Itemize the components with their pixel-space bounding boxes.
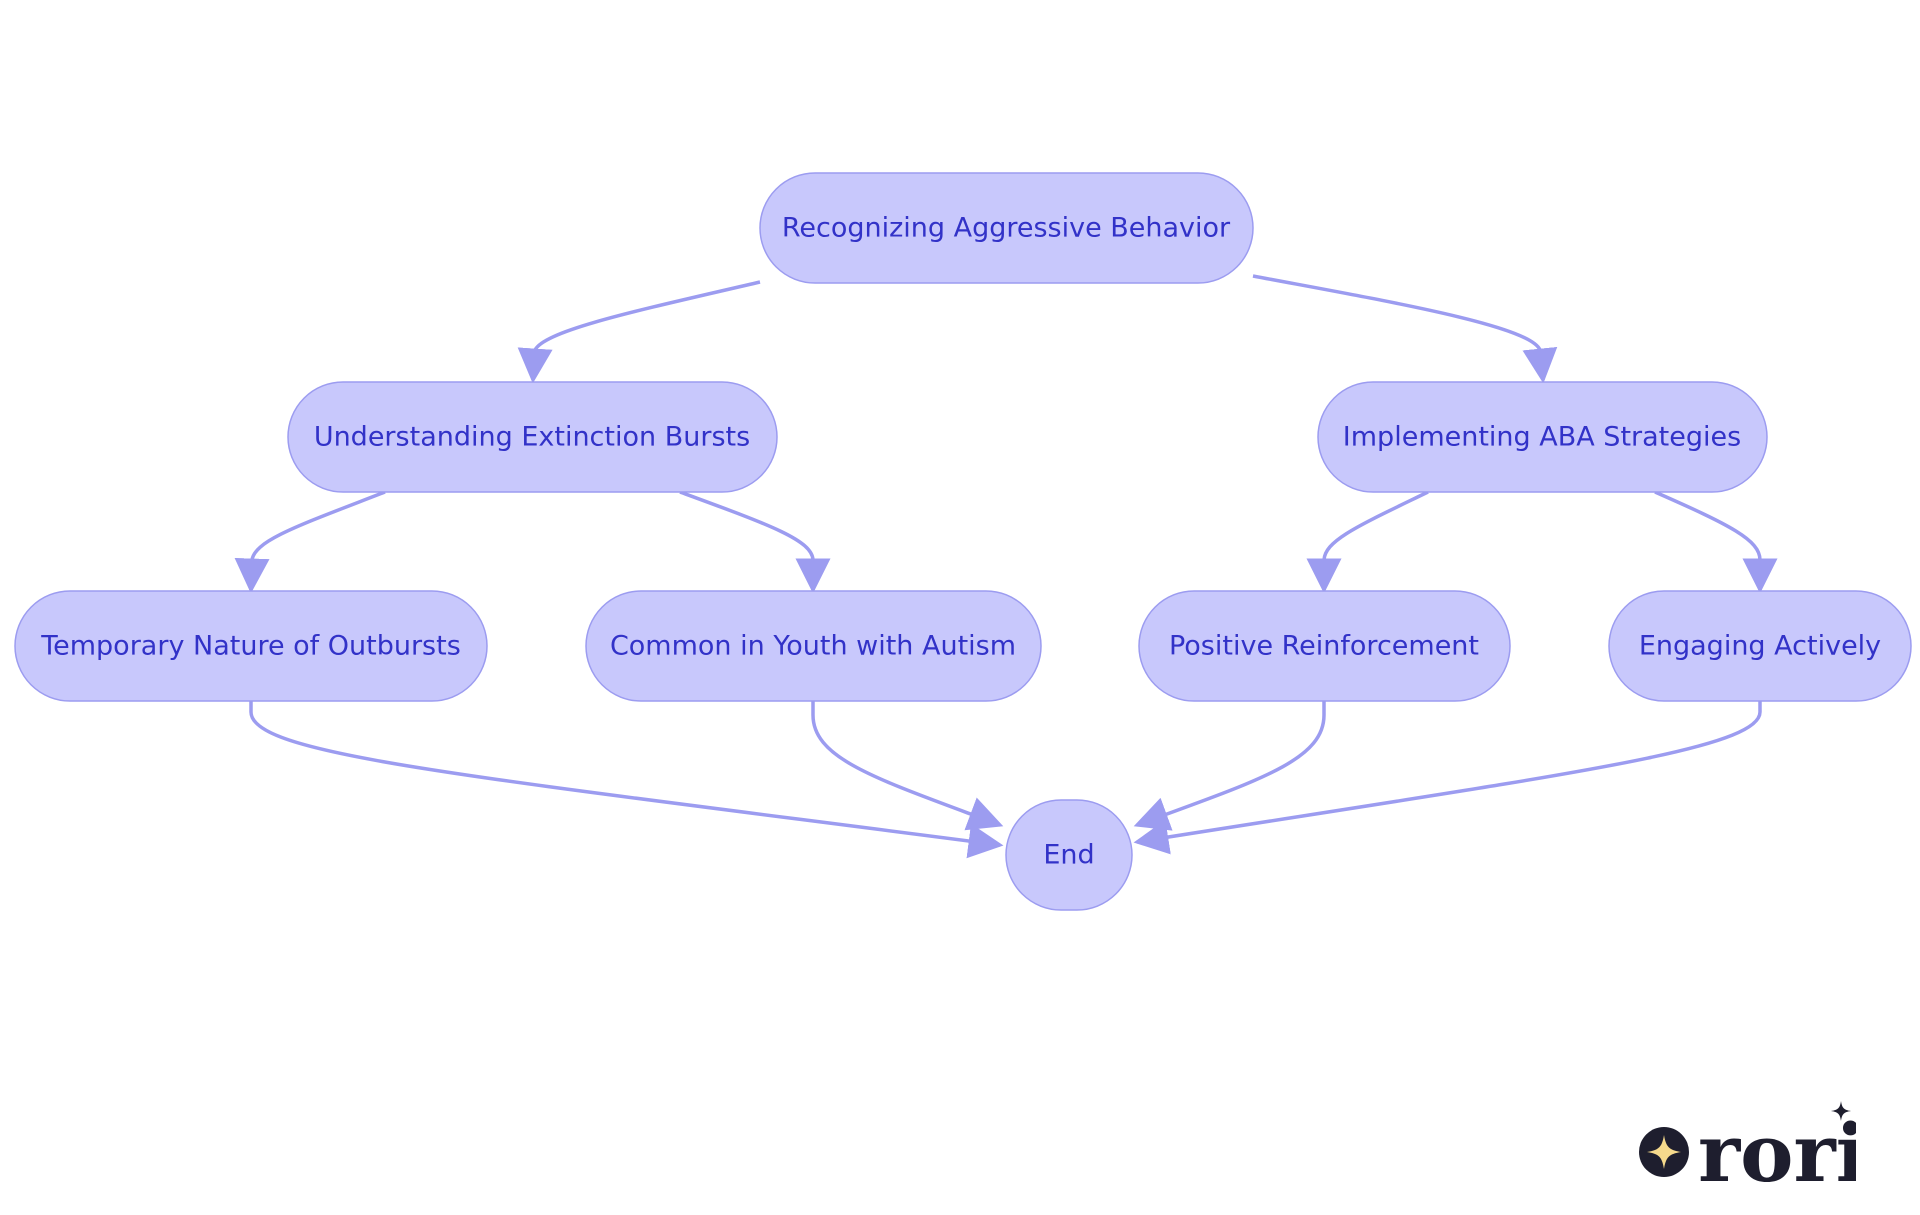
node-common: Common in Youth with Autism xyxy=(585,590,1042,702)
node-positive: Positive Reinforcement xyxy=(1138,590,1511,702)
node-understanding: Understanding Extinction Bursts xyxy=(287,381,778,493)
edge-engaging-end xyxy=(1133,700,1762,855)
node-recognizing: Recognizing Aggressive Behavior xyxy=(759,172,1254,284)
edge-temporary-end xyxy=(249,700,1004,859)
edge-implementing-engaging xyxy=(1654,490,1778,594)
node-temporary: Temporary Nature of Outbursts xyxy=(14,590,488,702)
node-label: Recognizing Aggressive Behavior xyxy=(782,213,1231,244)
node-label: Implementing ABA Strategies xyxy=(1343,422,1741,453)
node-label: Positive Reinforcement xyxy=(1169,631,1479,662)
edge-positive-end xyxy=(1133,700,1326,831)
rori-logo: rori xyxy=(1639,1101,1856,1187)
edge-understanding-common xyxy=(679,490,831,594)
node-engaging: Engaging Actively xyxy=(1608,590,1912,702)
logo-text: rori xyxy=(1698,1106,1856,1187)
node-label: Common in Youth with Autism xyxy=(610,631,1016,662)
node-label: Engaging Actively xyxy=(1639,631,1881,662)
edge-common-end xyxy=(811,700,1004,831)
edge-implementing-positive xyxy=(1306,490,1429,594)
edge-understanding-temporary xyxy=(234,490,386,594)
edges xyxy=(234,274,1778,859)
edge-recognizing-implementing xyxy=(1252,274,1558,384)
node-label: Understanding Extinction Bursts xyxy=(314,422,750,453)
node-implementing: Implementing ABA Strategies xyxy=(1317,381,1768,493)
star-icon xyxy=(1831,1101,1851,1121)
edge-recognizing-understanding xyxy=(517,280,761,384)
node-end: End xyxy=(1005,799,1133,911)
node-label: Temporary Nature of Outbursts xyxy=(40,631,461,662)
node-label: End xyxy=(1043,840,1094,871)
sparkle-icon xyxy=(1647,1135,1681,1169)
